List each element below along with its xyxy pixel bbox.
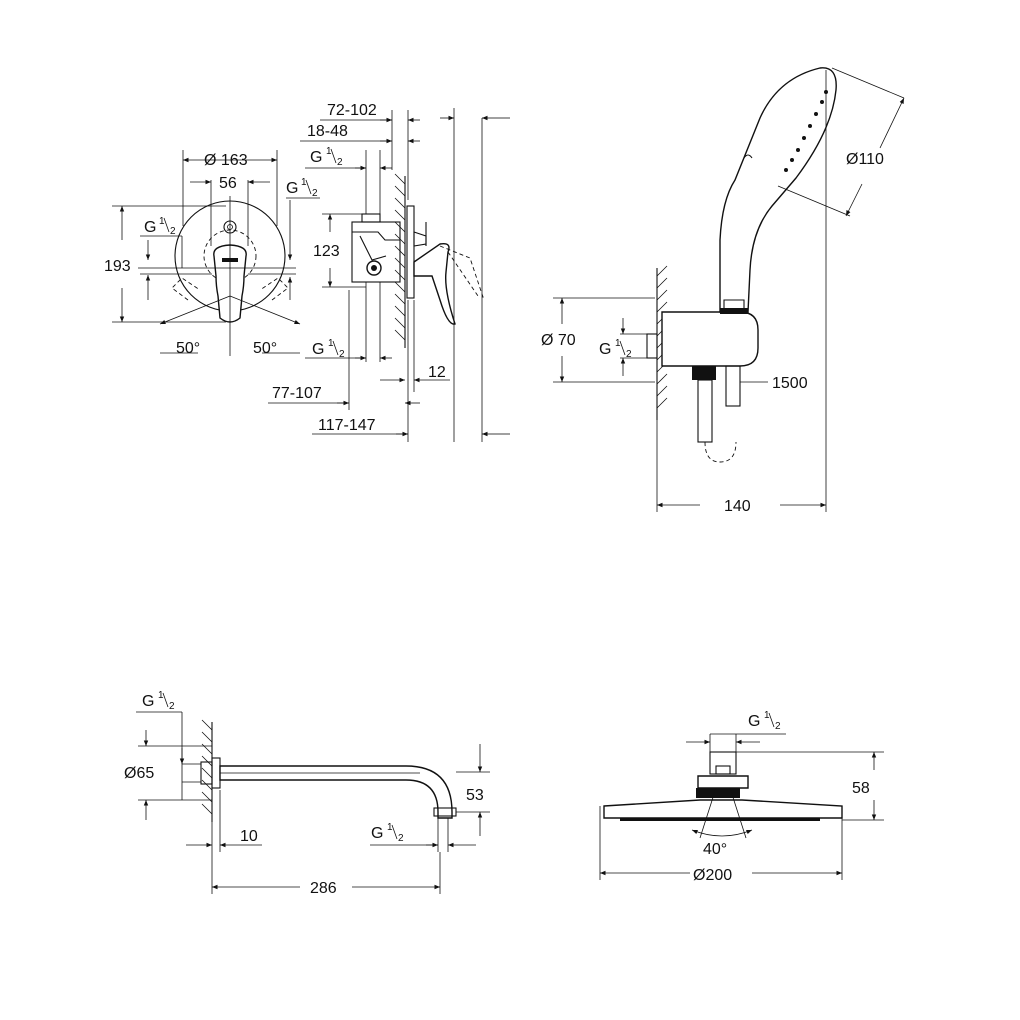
svg-text:G: G xyxy=(599,341,611,358)
svg-text:2: 2 xyxy=(775,721,781,732)
dim-10-label: 10 xyxy=(240,828,258,845)
svg-text:G: G xyxy=(144,219,156,236)
dim-12-label: 12 xyxy=(428,364,446,381)
mixer-side-view: 72-102 18-48 G 1 2 123 G 1 xyxy=(268,102,510,442)
shower-arm xyxy=(219,765,453,819)
dim-72-102-label: 72-102 xyxy=(327,102,377,119)
head-shower-plate xyxy=(603,799,843,819)
svg-text:2: 2 xyxy=(312,188,318,199)
svg-text:2: 2 xyxy=(398,833,404,844)
svg-text:1: 1 xyxy=(158,690,164,701)
svg-text:2: 2 xyxy=(626,349,632,360)
svg-text:2: 2 xyxy=(337,157,343,168)
handshower-view: Ø110 Ø 70 G 1 2 1500 140 xyxy=(541,67,905,515)
mixer-lever-side xyxy=(413,242,456,325)
dim-65-label: Ø65 xyxy=(124,765,154,782)
shower-arm-view: G 1 2 Ø65 53 10 G 1 2 xyxy=(124,690,490,897)
svg-text:G: G xyxy=(312,341,324,358)
svg-text:G: G xyxy=(142,693,154,710)
g-thread-label-head: G 1 2 xyxy=(748,710,781,732)
dim-77-107-label: 77-107 xyxy=(272,385,322,402)
mixer-front-view: Ø 163 56 G 1 2 G 1 2 xyxy=(104,150,320,357)
dim-53-label: 53 xyxy=(466,787,484,804)
hose-length-label: 1500 xyxy=(772,375,808,392)
head-shower-view: G 1 2 58 40° Ø200 xyxy=(599,710,884,884)
svg-text:G: G xyxy=(748,713,760,730)
dim-58-label: 58 xyxy=(852,780,870,797)
shower-holder xyxy=(661,311,759,367)
svg-text:2: 2 xyxy=(339,349,345,360)
g-thread-label-mixer-bottom: G 1 2 xyxy=(312,338,345,360)
svg-text:G: G xyxy=(371,825,383,842)
svg-text:1: 1 xyxy=(387,822,393,833)
svg-text:1: 1 xyxy=(301,177,307,188)
dim-286-label: 286 xyxy=(310,880,337,897)
angle-right-label: 50° xyxy=(253,340,277,357)
dim-110-label: Ø110 xyxy=(846,151,884,168)
dim-140-label: 140 xyxy=(724,498,751,515)
g-thread-label-mixer-right: G 1 2 xyxy=(286,177,318,199)
g-thread-label-holder: G 1 2 xyxy=(599,338,632,360)
svg-text:1: 1 xyxy=(326,146,332,157)
svg-text:1: 1 xyxy=(328,338,334,349)
g-thread-label-arm-bottom: G 1 2 xyxy=(371,822,404,844)
svg-text:G: G xyxy=(310,149,322,166)
svg-text:2: 2 xyxy=(170,226,176,237)
svg-text:1: 1 xyxy=(159,216,165,227)
svg-text:1: 1 xyxy=(764,710,770,721)
svg-text:1: 1 xyxy=(615,338,621,349)
dim-200-label: Ø200 xyxy=(693,867,732,884)
g-thread-label-mixer-left: G 1 2 xyxy=(144,216,176,237)
dim-70-label: Ø 70 xyxy=(541,332,576,349)
angle-40-label: 40° xyxy=(703,841,727,858)
dim-193-label: 193 xyxy=(104,258,131,275)
svg-text:G: G xyxy=(286,180,298,197)
g-thread-label-arm-top: G 1 2 xyxy=(142,690,175,712)
dim-18-48-label: 18-48 xyxy=(307,123,348,140)
dim-123-label: 123 xyxy=(313,243,340,260)
svg-text:2: 2 xyxy=(169,701,175,712)
g-thread-label-mixer-top: G 1 2 xyxy=(310,146,343,168)
dim-56-label: 56 xyxy=(219,175,237,192)
handshower xyxy=(719,67,837,313)
dim-117-147-label: 117-147 xyxy=(318,417,376,434)
dim-163-label: Ø 163 xyxy=(204,152,248,169)
angle-left-label: 50° xyxy=(176,340,200,357)
